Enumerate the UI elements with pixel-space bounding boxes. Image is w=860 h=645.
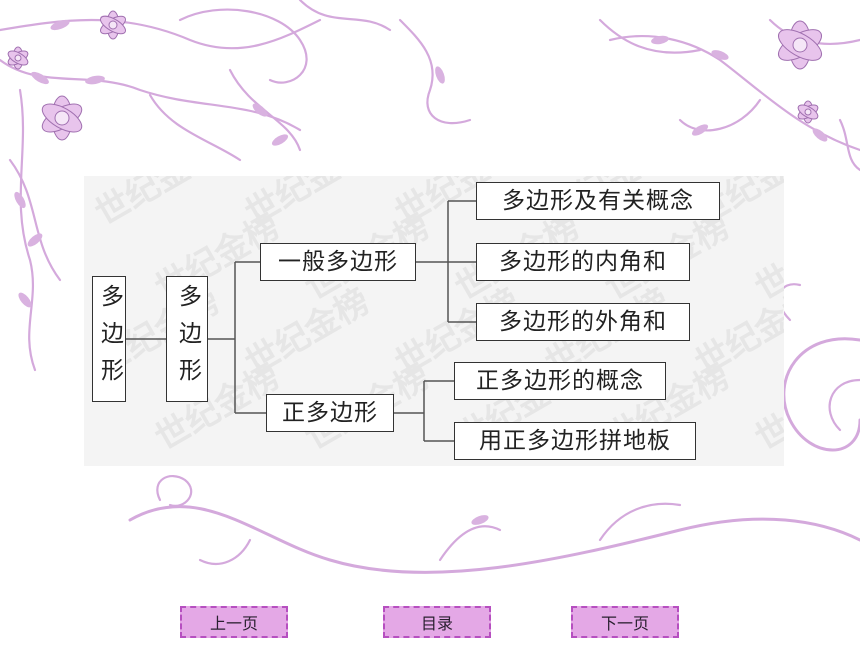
node-regular-polygon: 正多边形 [266,394,394,432]
node-general-item-3: 多边形的外角和 [476,303,690,341]
toc-button[interactable]: 目录 [383,606,491,638]
node-sub: 多边形 [166,276,208,402]
node-general-item-2: 多边形的内角和 [476,243,690,281]
node-regular-item-2: 用正多边形拼地板 [454,422,696,460]
node-regular-item-1: 正多边形的概念 [454,362,666,400]
node-general-polygon: 一般多边形 [260,243,416,281]
node-root: 多边形 [92,276,126,402]
next-page-button[interactable]: 下一页 [571,606,679,638]
prev-page-button[interactable]: 上一页 [180,606,288,638]
node-general-item-1: 多边形及有关概念 [476,182,720,220]
